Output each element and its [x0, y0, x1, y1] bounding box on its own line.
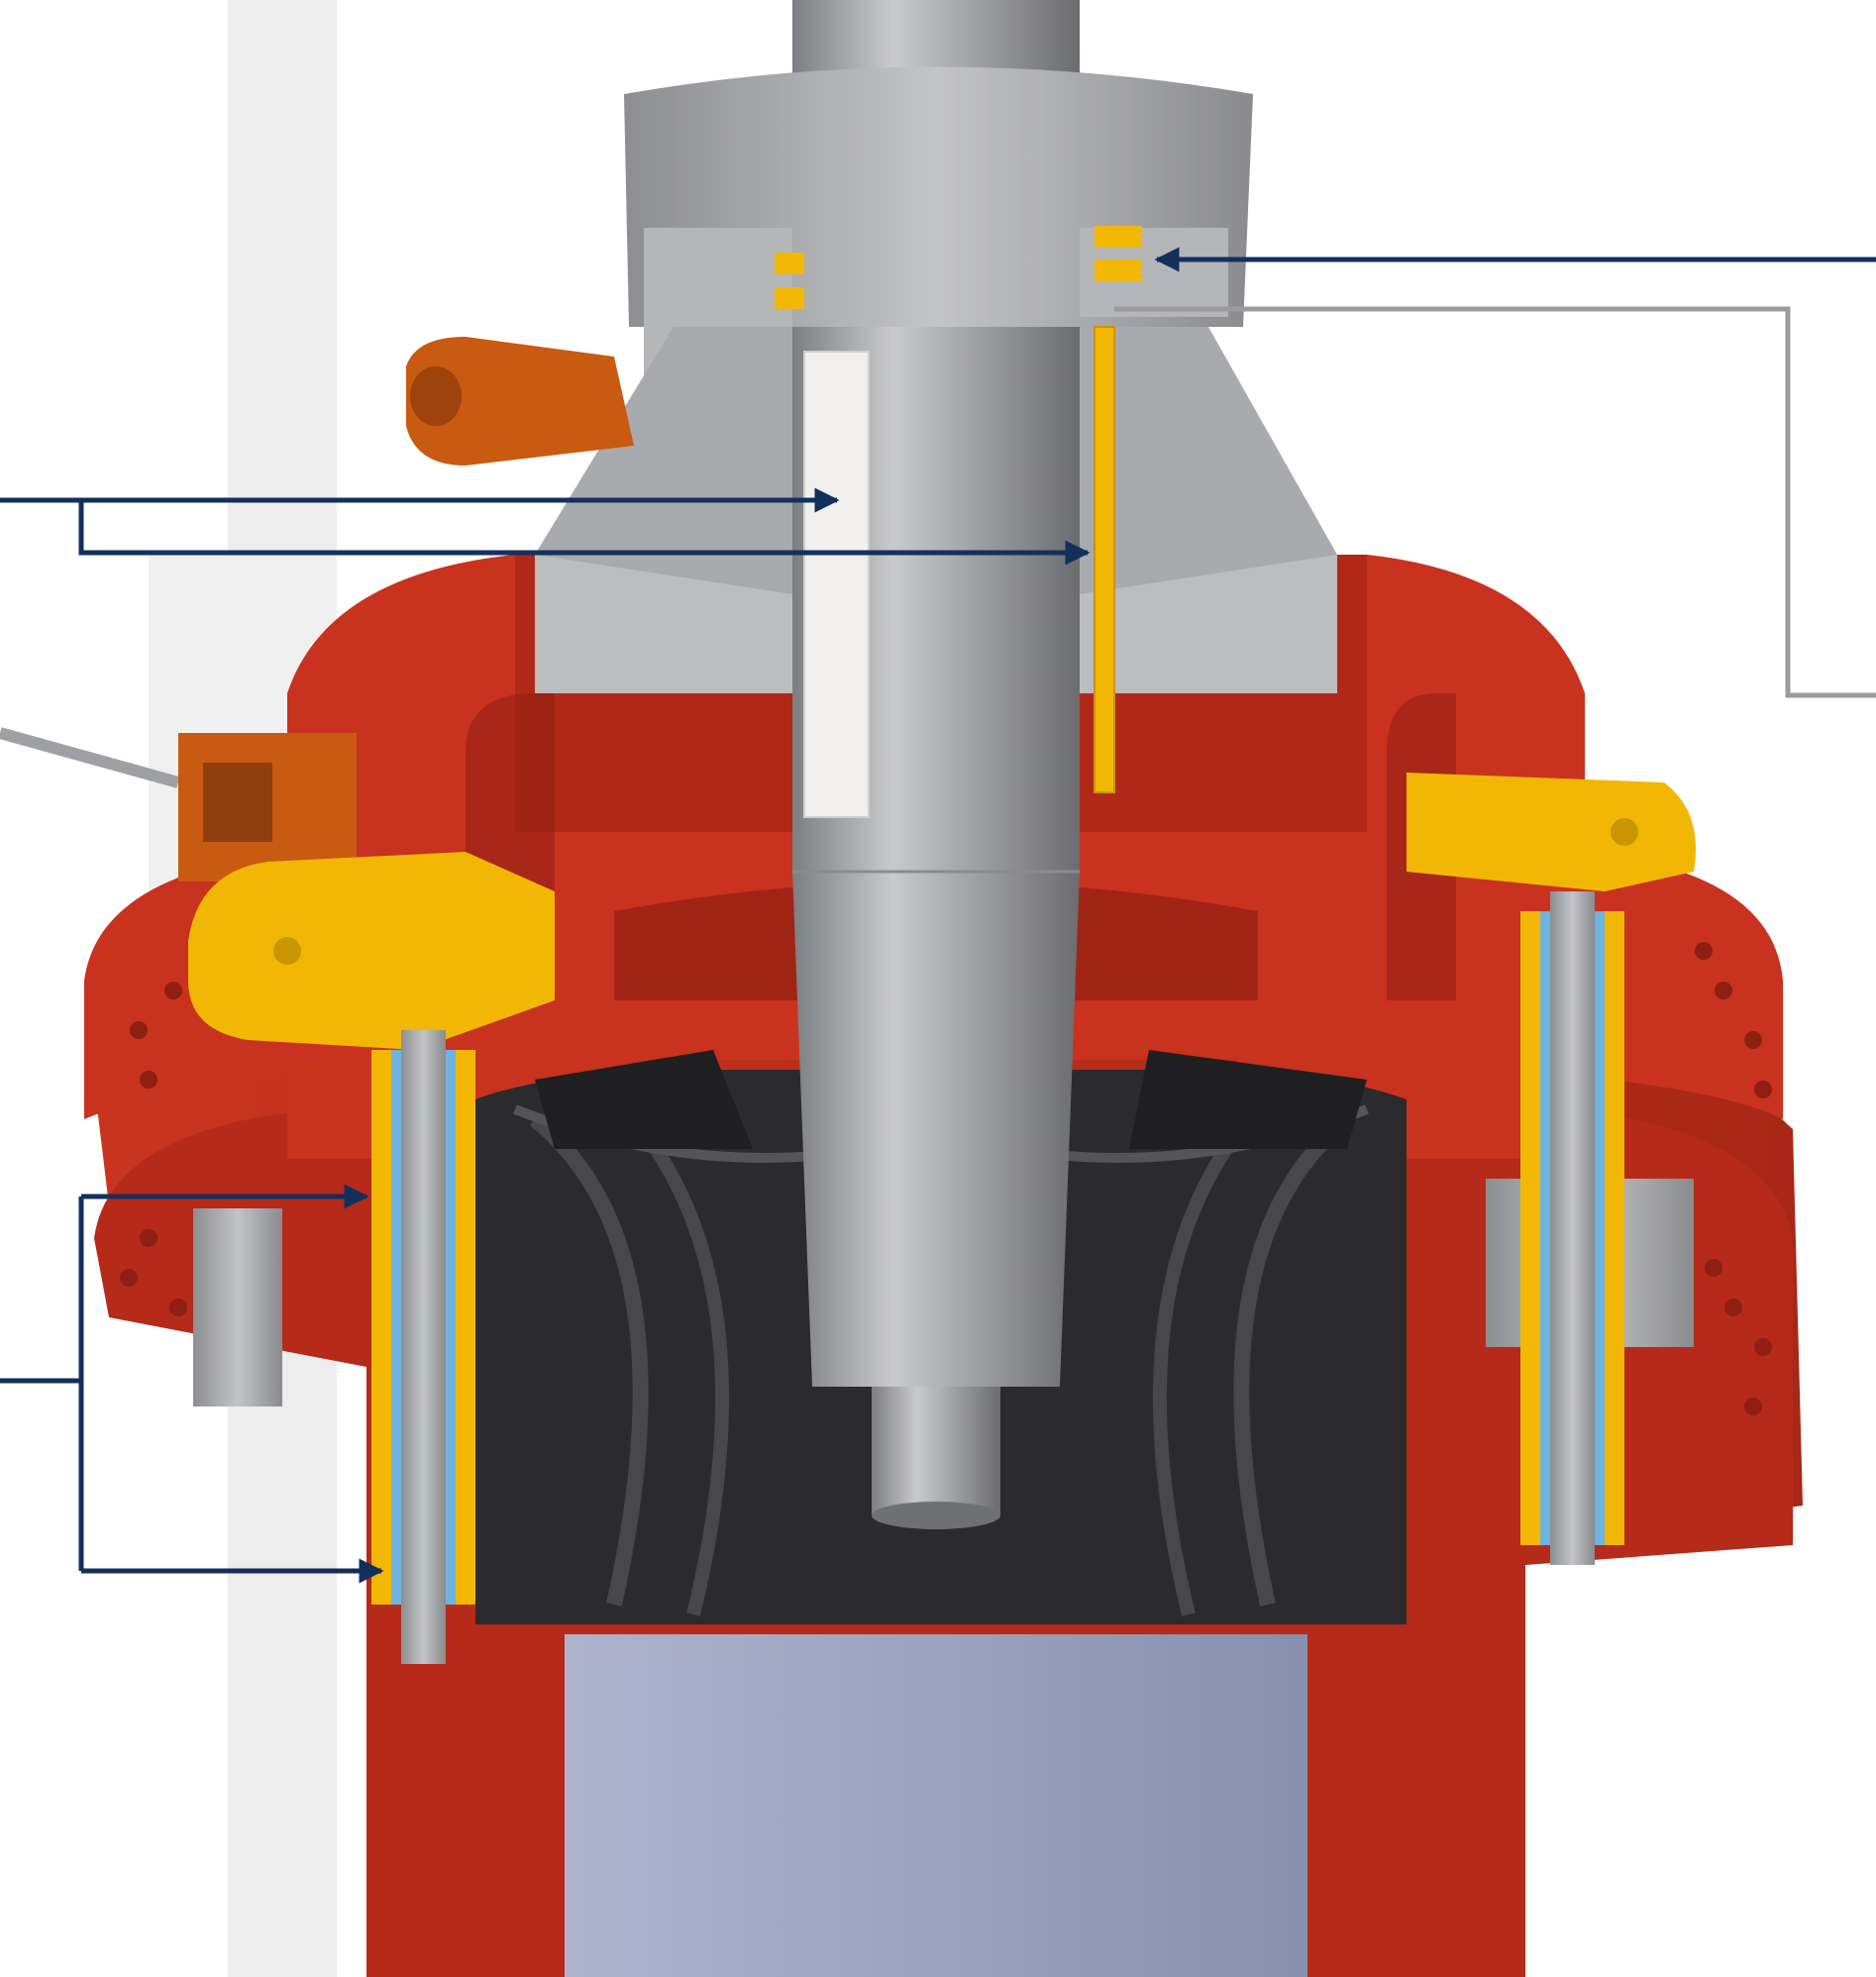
- shaft-seal-rings: [775, 226, 1142, 309]
- callout-leaders: [0, 247, 1876, 1584]
- wicket-gate-bushings-callout: [0, 1184, 384, 1584]
- wicket-gate-linkage: [188, 773, 1696, 1050]
- shaft-sleeve: [1094, 326, 1115, 793]
- bearing-pads-callout: [0, 487, 1091, 566]
- draft-tube: [415, 1598, 1457, 1977]
- guide-bearing-pads: [803, 351, 870, 818]
- guide-bearing-callout: [1114, 306, 1876, 698]
- wicket-gate-stem-bushings: [371, 891, 1624, 1664]
- servomotor-actuator: [0, 337, 634, 882]
